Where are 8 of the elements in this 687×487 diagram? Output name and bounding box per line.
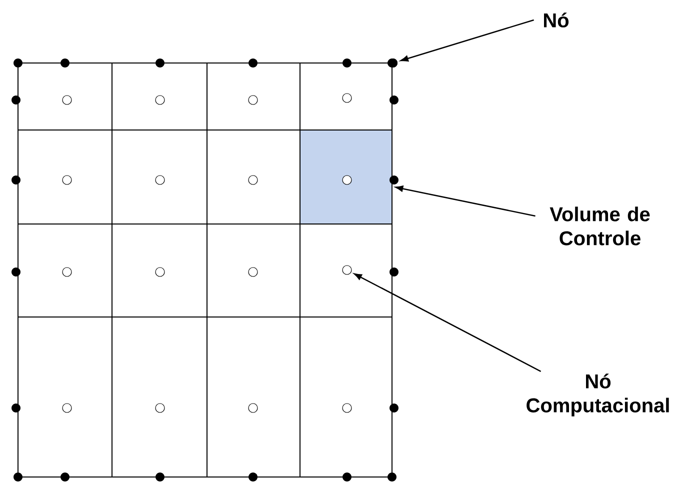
arrow	[354, 273, 542, 372]
callout-label: Nó	[544, 12, 569, 28]
control-volume-cell	[300, 130, 392, 224]
arrow	[400, 19, 534, 62]
callout-label: Nó Computacional	[526, 374, 669, 416]
arrow	[395, 186, 536, 217]
callout-label: Volume de Controle	[550, 206, 650, 246]
computational-node-circle	[342, 265, 352, 275]
